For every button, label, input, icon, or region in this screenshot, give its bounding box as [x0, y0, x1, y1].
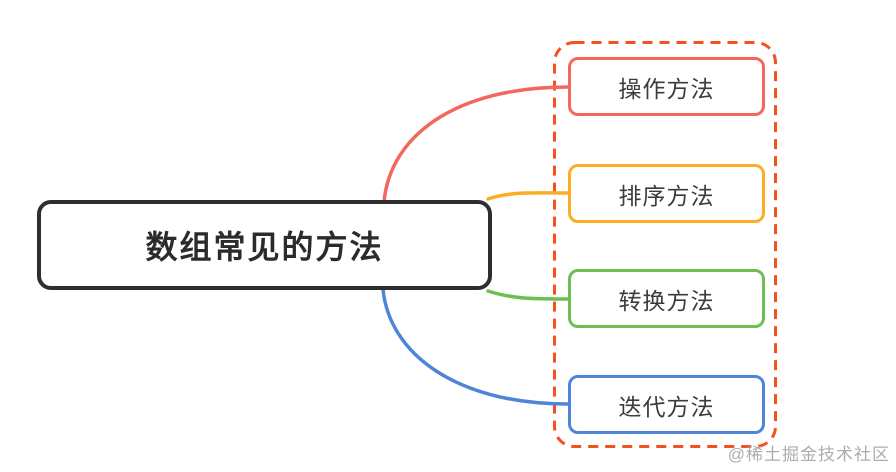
- node-sorting-methods-label: 排序方法: [618, 182, 715, 209]
- node-conversion-methods[interactable]: 转换方法: [568, 269, 765, 328]
- children-group-dashed-outline: [553, 41, 777, 448]
- node-iteration-methods[interactable]: 迭代方法: [568, 375, 765, 434]
- link-sorting-methods: [486, 191, 570, 201]
- root-node-label: 数组常见的方法: [145, 229, 384, 265]
- link-iteration-methods: [381, 287, 570, 406]
- node-conversion-methods-label: 转换方法: [618, 287, 715, 314]
- root-node-array-methods[interactable]: 数组常见的方法: [37, 200, 492, 290]
- watermark-text: @稀土掘金技术社区: [727, 445, 890, 464]
- node-operation-methods-label: 操作方法: [618, 75, 715, 102]
- node-iteration-methods-label: 迭代方法: [618, 393, 715, 420]
- node-operation-methods[interactable]: 操作方法: [568, 57, 765, 116]
- link-conversion-methods: [486, 289, 570, 301]
- link-operation-methods: [382, 85, 570, 204]
- node-sorting-methods[interactable]: 排序方法: [568, 164, 765, 223]
